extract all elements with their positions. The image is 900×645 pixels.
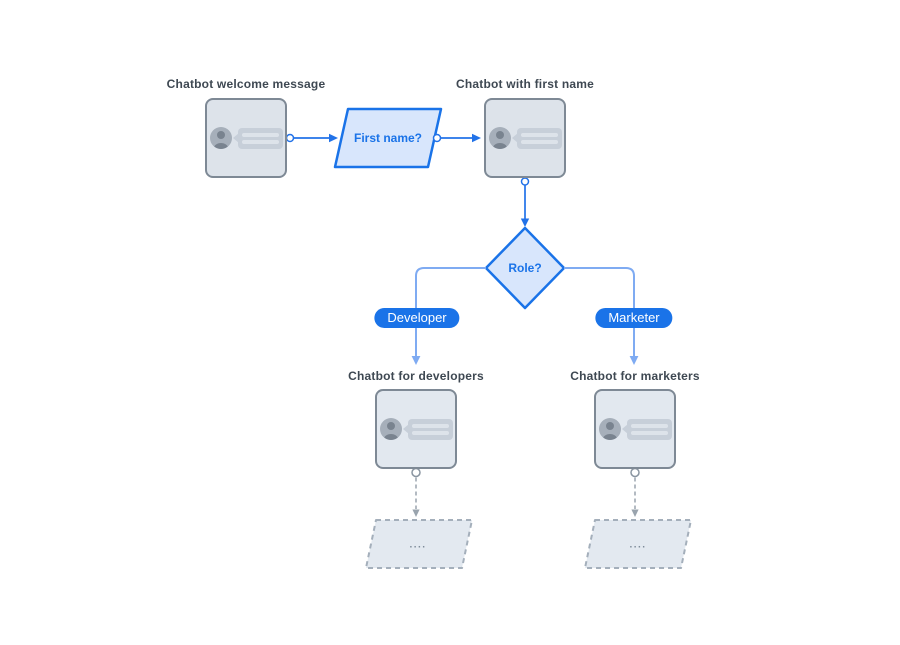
bubble-line bbox=[241, 132, 279, 137]
chat-bubble-icon bbox=[626, 418, 672, 440]
node-label-with-first-name: Chatbot with first name bbox=[456, 77, 594, 91]
port-marketers-bottom[interactable] bbox=[630, 467, 640, 478]
arrowhead-role-to-marketers bbox=[629, 356, 639, 365]
arrowhead-firstname-to-withname bbox=[472, 133, 481, 143]
avatar-icon bbox=[209, 127, 232, 149]
port-withname-bottom[interactable] bbox=[520, 177, 530, 186]
marketers-placeholder-dots: .... bbox=[629, 539, 647, 551]
avatar-icon bbox=[598, 418, 621, 440]
connector-role-to-developers bbox=[415, 267, 486, 356]
bubble-line bbox=[411, 430, 449, 435]
chatbot-card-with-first-name[interactable] bbox=[484, 98, 566, 178]
shape-developers-next-placeholder[interactable] bbox=[365, 519, 473, 569]
chatbot-card-marketers[interactable] bbox=[594, 389, 676, 469]
arrowhead-welcome-to-firstname bbox=[329, 133, 338, 143]
chatbot-card-welcome[interactable] bbox=[205, 98, 287, 178]
bubble-line bbox=[411, 423, 449, 428]
connector-role-to-marketers bbox=[564, 267, 635, 356]
chat-bubble-icon bbox=[407, 418, 453, 440]
role-question-text: Role? bbox=[508, 261, 542, 275]
arrowhead-developers-to-next bbox=[412, 509, 420, 517]
shape-marketers-next-placeholder[interactable] bbox=[584, 519, 692, 569]
port-welcome-right[interactable] bbox=[285, 133, 295, 143]
node-label-developers: Chatbot for developers bbox=[348, 369, 484, 383]
chat-bubble-icon bbox=[516, 127, 562, 149]
arrowhead-marketers-to-next bbox=[631, 509, 639, 517]
branch-pill-marketer[interactable]: Marketer bbox=[595, 308, 673, 328]
chatbot-card-developers[interactable] bbox=[375, 389, 457, 469]
arrowhead-role-to-developers bbox=[411, 356, 421, 365]
node-label-marketers: Chatbot for marketers bbox=[570, 369, 700, 383]
arrowhead-withname-to-role bbox=[520, 218, 530, 227]
bubble-line bbox=[520, 132, 558, 137]
shape-role-diamond[interactable] bbox=[484, 226, 566, 310]
bubble-line bbox=[630, 430, 668, 435]
branch-pill-developer[interactable]: Developer bbox=[374, 308, 460, 328]
shape-first-name-parallelogram[interactable] bbox=[333, 107, 443, 169]
port-firstname-right[interactable] bbox=[432, 133, 442, 143]
developers-placeholder-dots: .... bbox=[409, 539, 427, 551]
avatar-icon bbox=[379, 418, 402, 440]
chat-bubble-icon bbox=[237, 127, 283, 149]
bubble-line bbox=[520, 139, 558, 144]
first-name-question-text: First name? bbox=[353, 131, 423, 145]
port-developers-bottom[interactable] bbox=[411, 467, 421, 478]
node-label-welcome: Chatbot welcome message bbox=[166, 77, 326, 91]
bubble-line bbox=[630, 423, 668, 428]
bubble-line bbox=[241, 139, 279, 144]
avatar-icon bbox=[488, 127, 511, 149]
